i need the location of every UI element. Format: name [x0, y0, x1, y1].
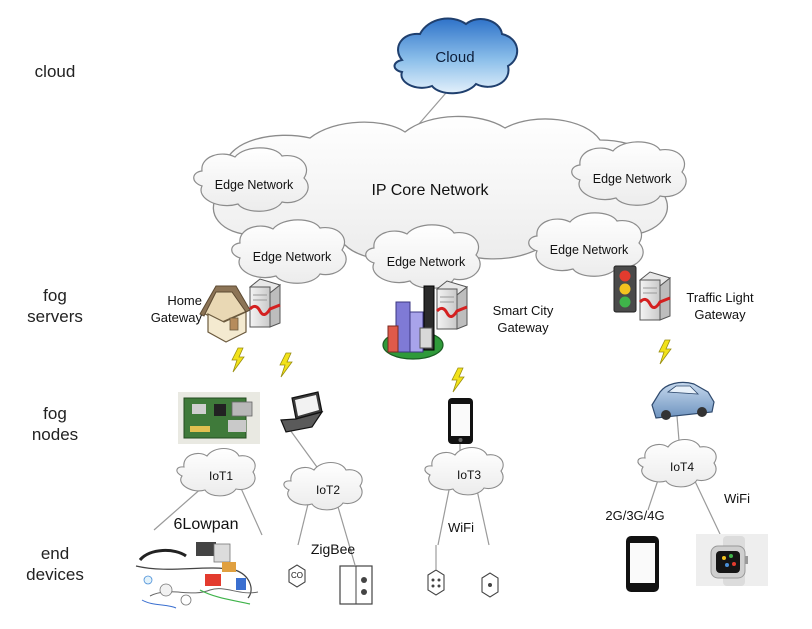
edge-network-label: Edge Network [386, 255, 466, 269]
tier-label-line: fog [43, 286, 67, 305]
gateway-label-line: Gateway [694, 307, 746, 322]
traffic-light-gateway-label: Traffic Light Gateway [672, 289, 768, 323]
traffic-light-icon [613, 265, 637, 313]
edge-network-label: Edge Network [549, 243, 629, 257]
iot-cloud [637, 438, 717, 488]
tier-label-line: nodes [31, 425, 79, 444]
iot-cloud [424, 446, 504, 496]
protocol-label-zigbee: ZigBee [310, 541, 356, 557]
edge-cloud [571, 141, 687, 206]
iot-label: IoT1 [208, 469, 233, 483]
smart-city-gateway-label: Smart City Gateway [478, 302, 568, 336]
tier-label-line: fog [43, 404, 67, 423]
lightning-icon [279, 352, 293, 378]
co-sensor-label: CO [291, 571, 303, 580]
city-icon [382, 285, 444, 360]
cloud-icon [393, 17, 518, 95]
edge-cloud [528, 212, 644, 277]
edge-network-label: Edge Network [592, 172, 672, 186]
gateway-label-line: Smart City [492, 303, 554, 318]
sensor-icon [427, 545, 445, 596]
server-icon [435, 279, 469, 331]
protocol-label-wifi: WiFi [448, 520, 474, 535]
edge-network-label: Edge Network [252, 250, 332, 264]
tier-label-line: servers [27, 307, 83, 326]
smartphone-icon [626, 536, 659, 592]
lightning-icon [451, 367, 465, 393]
sensor-icon [481, 572, 499, 598]
iot-label: IoT2 [315, 483, 340, 497]
sensor-icon [288, 564, 306, 588]
tier-label-fog-nodes: fog nodes [0, 403, 110, 445]
iot-cloud [176, 447, 256, 497]
tier-label-end-devices: end devices [0, 543, 110, 585]
lightning-icon [231, 347, 245, 373]
tier-label-line: end [40, 544, 70, 563]
edge-cloud [231, 219, 347, 284]
edge-cloud [365, 224, 481, 289]
smartwatch-icon [696, 534, 768, 586]
car-icon [651, 381, 715, 420]
protocol-label-6lowpan: 6Lowpan [173, 516, 239, 533]
server-icon [248, 277, 282, 329]
lightning-icon [658, 339, 672, 365]
iot-label: IoT4 [669, 460, 694, 474]
gateway-label-line: Gateway [150, 310, 202, 325]
gateway-label-line: Traffic Light [686, 290, 754, 305]
cloud-label: Cloud [435, 49, 475, 66]
home-gateway-label: Home Gateway [130, 292, 202, 326]
edge-cloud [193, 147, 309, 212]
house-icon [199, 285, 251, 343]
gateway-label-line: Gateway [497, 320, 549, 335]
server-icon [638, 270, 672, 322]
raspberry-pi-icon [178, 392, 260, 444]
smartphone-icon [448, 398, 473, 444]
iot-label: IoT3 [456, 468, 481, 482]
gateway-label-line: Home [167, 293, 202, 308]
tier-label-cloud: cloud [34, 62, 76, 81]
protocol-label-wifi: WiFi [724, 491, 750, 506]
protocol-label-cellular: 2G/3G/4G [605, 508, 665, 523]
sensor-icon [339, 565, 373, 605]
laptop-icon [280, 391, 324, 433]
iot-cloud [283, 461, 363, 511]
ip-core-label: IP Core Network [371, 182, 489, 199]
tier-label-fog-servers: fog servers [0, 285, 110, 327]
medical-sensors-icon [135, 542, 259, 609]
tier-label-line: devices [26, 565, 84, 584]
edge-network-label: Edge Network [214, 178, 294, 192]
